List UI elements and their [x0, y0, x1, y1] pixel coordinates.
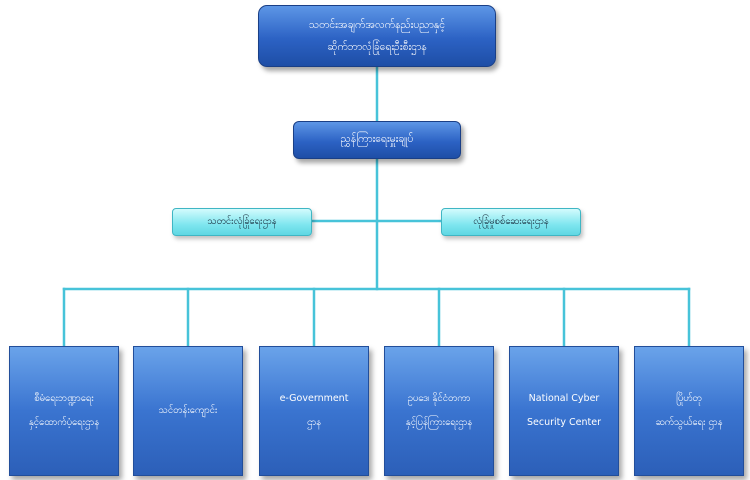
- node-label-line: လုံခြုံမှုစစ်ဆေးရေးဌာန: [473, 216, 549, 227]
- node-label-line: သင်တန်းကျောင်း: [158, 405, 218, 416]
- node-label-line: ဌာန: [306, 417, 322, 428]
- node-label-line: ဆက်သွယ်ရေး ဌာန: [655, 417, 723, 428]
- node-label-line: သတင်းလုံခြုံရေးဌာန: [207, 216, 277, 227]
- node-label-line: Security Center: [526, 417, 601, 428]
- node-admin-finance-supply: စီမံရေးဘဏ္ဍာရေး နှင့်ထောက်ပံ့ရေးဌာန: [9, 346, 119, 476]
- node-label-line: National Cyber: [528, 393, 600, 404]
- node-satellite-communications: ပြိုဟ်တု ဆက်သွယ်ရေး ဌာန: [634, 346, 744, 476]
- node-label-line: ဥပဒေ၊ နိုင်ငံတကာ: [407, 393, 471, 404]
- node-director-general: ညွှန်ကြားရေးမှူးချုပ်: [293, 121, 461, 159]
- node-label-line: နှင့်ထောက်ပံ့ရေးဌာန: [28, 417, 100, 428]
- node-law-international-info: ဥပဒေ၊ နိုင်ငံတကာ နှင့်ပြန်ကြားရေးဌာန: [384, 346, 494, 476]
- node-security-inspection-dept: လုံခြုံမှုစစ်ဆေးရေးဌာန: [441, 208, 581, 236]
- node-label-line: ညွှန်ကြားရေးမှူးချုပ်: [340, 132, 414, 145]
- node-label-line: သတင်းအချက်အလက်နည်းပညာနှင့်: [308, 19, 446, 31]
- node-label-line: ပြိုဟ်တု: [676, 393, 702, 404]
- node-training-school: သင်တန်းကျောင်း: [133, 346, 243, 476]
- node-ict-cyber-department: သတင်းအချက်အလက်နည်းပညာနှင့် ဆိုက်ဘာလုံခြု…: [258, 5, 496, 67]
- node-label-line: e-Government: [279, 393, 349, 404]
- node-information-security-dept: သတင်းလုံခြုံရေးဌာန: [172, 208, 312, 236]
- node-label-line: နှင့်ပြန်ကြားရေးဌာန: [405, 417, 473, 428]
- node-national-cyber-security-center: National Cyber Security Center: [509, 346, 619, 476]
- node-label-line: ဆိုက်ဘာလုံခြုံရေးဦးစီးဌာန: [327, 41, 427, 53]
- node-e-government: e-Government ဌာန: [259, 346, 369, 476]
- node-label-line: စီမံရေးဘဏ္ဍာရေး: [34, 393, 94, 404]
